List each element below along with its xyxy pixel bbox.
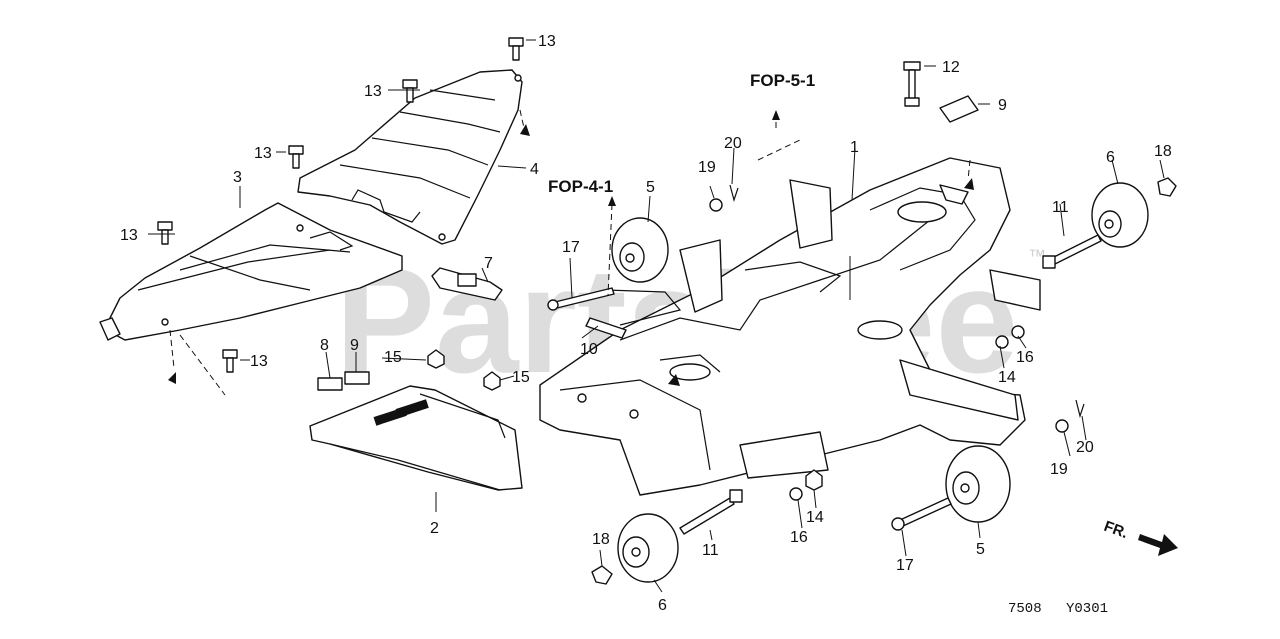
part-5-gauge-wheel-lower (945, 445, 1011, 523)
part-6-gauge-wheel-right (1091, 182, 1149, 248)
part-7-bracket (431, 267, 503, 301)
part-11-axle-right (1042, 234, 1102, 269)
callout-16-lower[interactable]: 16 (790, 529, 808, 546)
part-11-axle-left (679, 489, 743, 535)
front-direction-indicator: FR. (1102, 518, 1178, 556)
callout-4[interactable]: 4 (530, 161, 539, 178)
callout-19-upper[interactable]: 19 (698, 159, 716, 176)
page-code: 7508 (1008, 601, 1042, 617)
callout-6-left[interactable]: 6 (658, 597, 667, 614)
watermark-trademark: ™ (1028, 246, 1046, 266)
callout-20-upper[interactable]: 20 (724, 135, 742, 152)
callout-13-middle[interactable]: 13 (254, 145, 272, 162)
callout-9-right[interactable]: 9 (998, 97, 1007, 114)
callout-5-upper[interactable]: 5 (646, 179, 655, 196)
callout-6-right[interactable]: 6 (1106, 149, 1115, 166)
fasteners (157, 37, 1177, 585)
callout-13-bottom[interactable]: 13 (250, 353, 268, 370)
callout-16-right[interactable]: 16 (1016, 349, 1034, 366)
callout-18-right[interactable]: 18 (1154, 143, 1172, 160)
part-5-gauge-wheel-upper (611, 217, 669, 283)
callout-13-top[interactable]: 13 (538, 33, 556, 50)
callout-2[interactable]: 2 (430, 520, 439, 537)
part-3-front-cover (99, 202, 403, 341)
leader-lines (148, 39, 1165, 593)
figure-code: Y0301 (1066, 601, 1108, 617)
callout-12[interactable]: 12 (942, 59, 960, 76)
callout-13-upper[interactable]: 13 (364, 83, 382, 100)
callout-3[interactable]: 3 (233, 169, 242, 186)
callout-14-lower[interactable]: 14 (806, 509, 824, 526)
callout-13-left[interactable]: 13 (120, 227, 138, 244)
part-4-belt-cover (297, 69, 523, 245)
callout-15-left[interactable]: 15 (384, 349, 402, 366)
reference-fop-5-1[interactable]: FOP-5-1 (750, 71, 815, 90)
front-direction-label: FR. (1102, 518, 1131, 542)
callout-14-right[interactable]: 14 (998, 369, 1016, 386)
part-17-bolt-upper (547, 287, 615, 311)
callout-5-lower[interactable]: 5 (976, 541, 985, 558)
callout-20-lower[interactable]: 20 (1076, 439, 1094, 456)
callout-17-lower[interactable]: 17 (896, 557, 914, 574)
callout-11-right[interactable]: 11 (1052, 199, 1069, 216)
part-6-gauge-wheel-left (617, 513, 679, 583)
part-2-discharge-chute (309, 371, 523, 491)
callout-19-lower[interactable]: 19 (1050, 461, 1068, 478)
part-17-bolt-lower (891, 497, 952, 531)
front-arrow-icon (1138, 534, 1178, 556)
callout-7[interactable]: 7 (484, 255, 493, 272)
callout-8[interactable]: 8 (320, 337, 329, 354)
callout-1[interactable]: 1 (850, 139, 859, 156)
callout-15-right[interactable]: 15 (512, 369, 530, 386)
reference-fop-4-1[interactable]: FOP-4-1 (548, 177, 613, 196)
callout-9-left[interactable]: 9 (350, 337, 359, 354)
callout-labels: 1 2 3 4 5 5 6 6 7 8 9 9 10 11 11 12 13 1… (120, 33, 1172, 614)
part-1-deck-housing (539, 157, 1041, 496)
callout-17-upper[interactable]: 17 (562, 239, 580, 256)
callout-10[interactable]: 10 (580, 341, 598, 358)
callout-11-left[interactable]: 11 (702, 542, 719, 559)
callout-18-left[interactable]: 18 (592, 531, 610, 548)
